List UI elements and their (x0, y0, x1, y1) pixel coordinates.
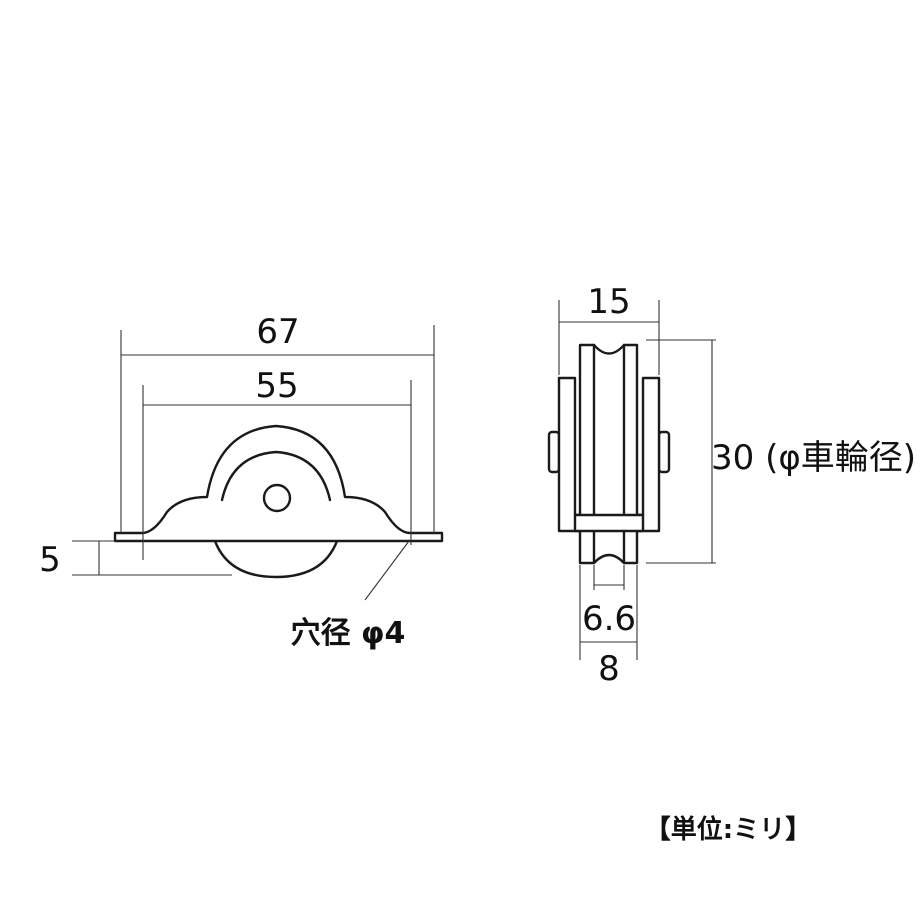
front-view-dimensions: 67 55 5 穴径 φ4 (39, 312, 435, 651)
dim-hole-pitch: 55 (255, 366, 298, 406)
unit-note: 【単位:ミリ】 (645, 814, 811, 845)
side-axle-nub-right (657, 430, 671, 474)
front-bracket-inner-arc (220, 450, 332, 502)
hole-diameter-label: 穴径 φ4 (291, 616, 406, 651)
dim-bracket-offset: 5 (39, 540, 61, 580)
front-bracket-plate (113, 424, 444, 543)
side-bracket-base (573, 513, 645, 533)
side-axle-nub-left (547, 430, 561, 474)
axle-hole (262, 483, 292, 513)
side-view (547, 343, 671, 565)
front-wheel-lower (211, 533, 341, 579)
side-view-dimensions: 15 30 (φ車輪径) 6.6 8 (558, 282, 916, 689)
dim-groove-width: 6.6 (582, 599, 636, 639)
front-view (113, 424, 444, 579)
dim-overall-width: 67 (256, 312, 299, 352)
dim-wheel-diameter: 30 (φ車輪径) (711, 438, 916, 478)
dim-wheel-width: 8 (598, 649, 620, 689)
dim-side-width: 15 (587, 282, 630, 322)
